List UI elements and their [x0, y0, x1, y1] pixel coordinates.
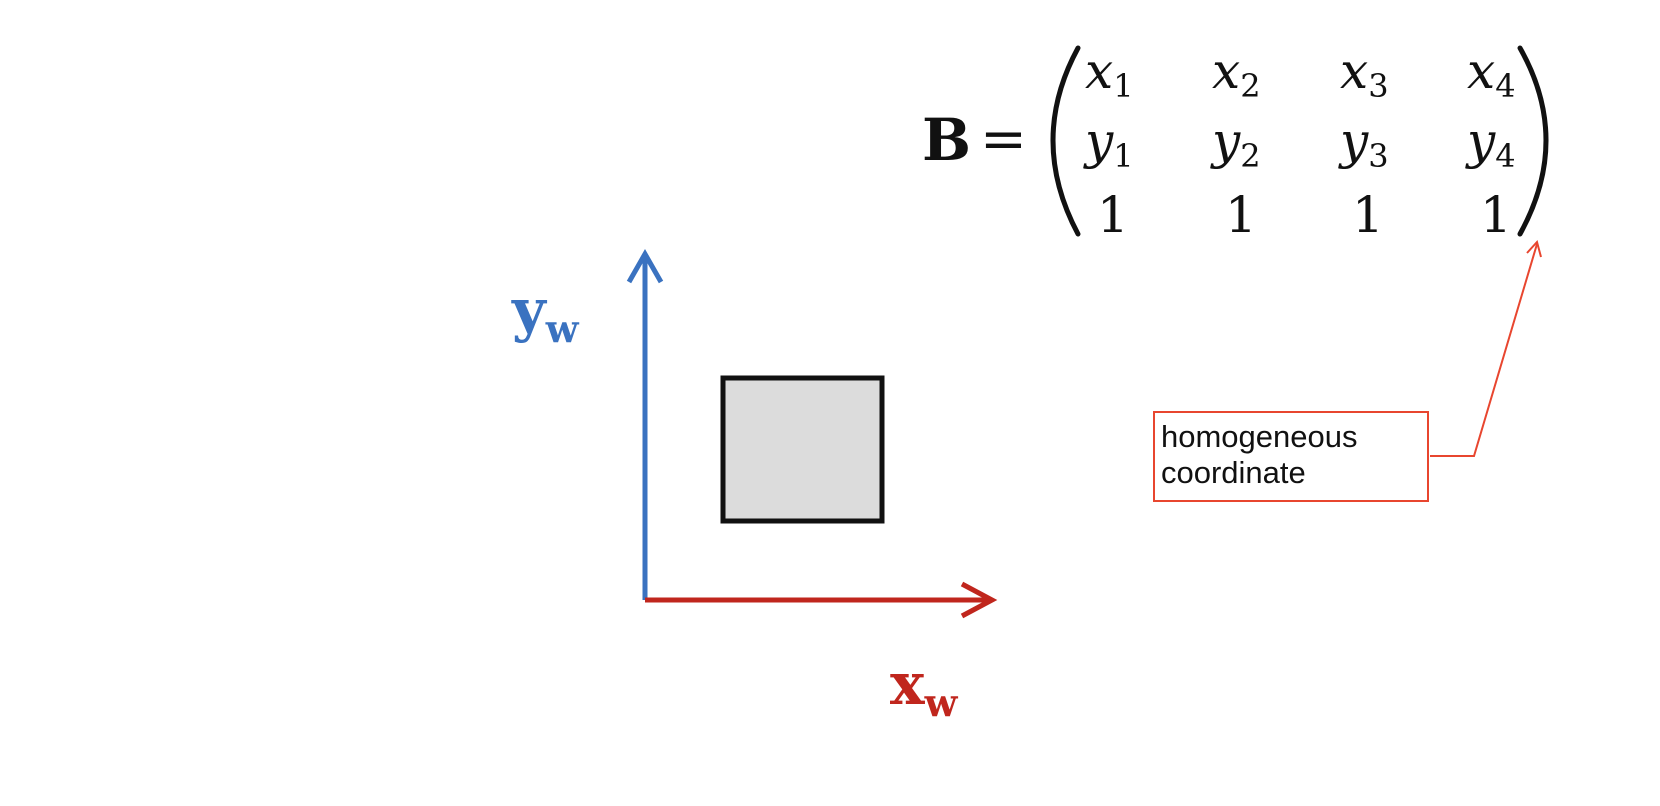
- homogeneous-coordinate-callout: homogeneous coordinate: [1153, 411, 1429, 502]
- matrix-equation: B = x1 x2 x3 x4 y1 y2 y3 y4 1 1 1 1: [922, 42, 1549, 244]
- matrix-left-paren: [1050, 45, 1081, 237]
- matrix-cell-r3c4: 1: [1480, 186, 1512, 244]
- matrix-cell-r3c3: 1: [1352, 186, 1384, 244]
- callout-line-1: homogeneous: [1161, 419, 1358, 454]
- matrix-equals-sign: =: [980, 107, 1027, 172]
- matrix-cell-r1c1: x1: [1085, 42, 1134, 105]
- x-axis-label: xw: [890, 650, 959, 725]
- x-axis-arrowhead-icon: [960, 581, 998, 619]
- matrix-cell-r3c1: 1: [1097, 186, 1129, 244]
- square-object: [720, 375, 885, 524]
- y-axis-arrowhead-icon: [626, 248, 664, 284]
- callout-arrowhead-icon: [1526, 239, 1542, 258]
- callout-leader: [1430, 239, 1542, 457]
- y-axis-label: yw: [511, 276, 580, 351]
- matrix-cell-r3c2: 1: [1225, 186, 1257, 244]
- matrix-right-paren: [1517, 45, 1549, 237]
- y-axis: yw: [511, 248, 664, 600]
- matrix-cell-r2c4: y4: [1465, 112, 1516, 175]
- callout-leader-line: [1430, 243, 1538, 457]
- matrix-cell-r1c2: x2: [1212, 42, 1261, 105]
- matrix-cell-r2c2: y2: [1210, 112, 1261, 175]
- matrix-cell-r1c4: x4: [1467, 42, 1516, 105]
- x-axis: xw: [645, 581, 998, 725]
- matrix-cell-r2c3: y3: [1338, 112, 1389, 175]
- callout-line-2: coordinate: [1161, 455, 1306, 490]
- matrix-cell-r2c1: y1: [1083, 112, 1134, 175]
- matrix-name: B: [922, 106, 971, 174]
- matrix-cell-r1c3: x3: [1340, 42, 1389, 105]
